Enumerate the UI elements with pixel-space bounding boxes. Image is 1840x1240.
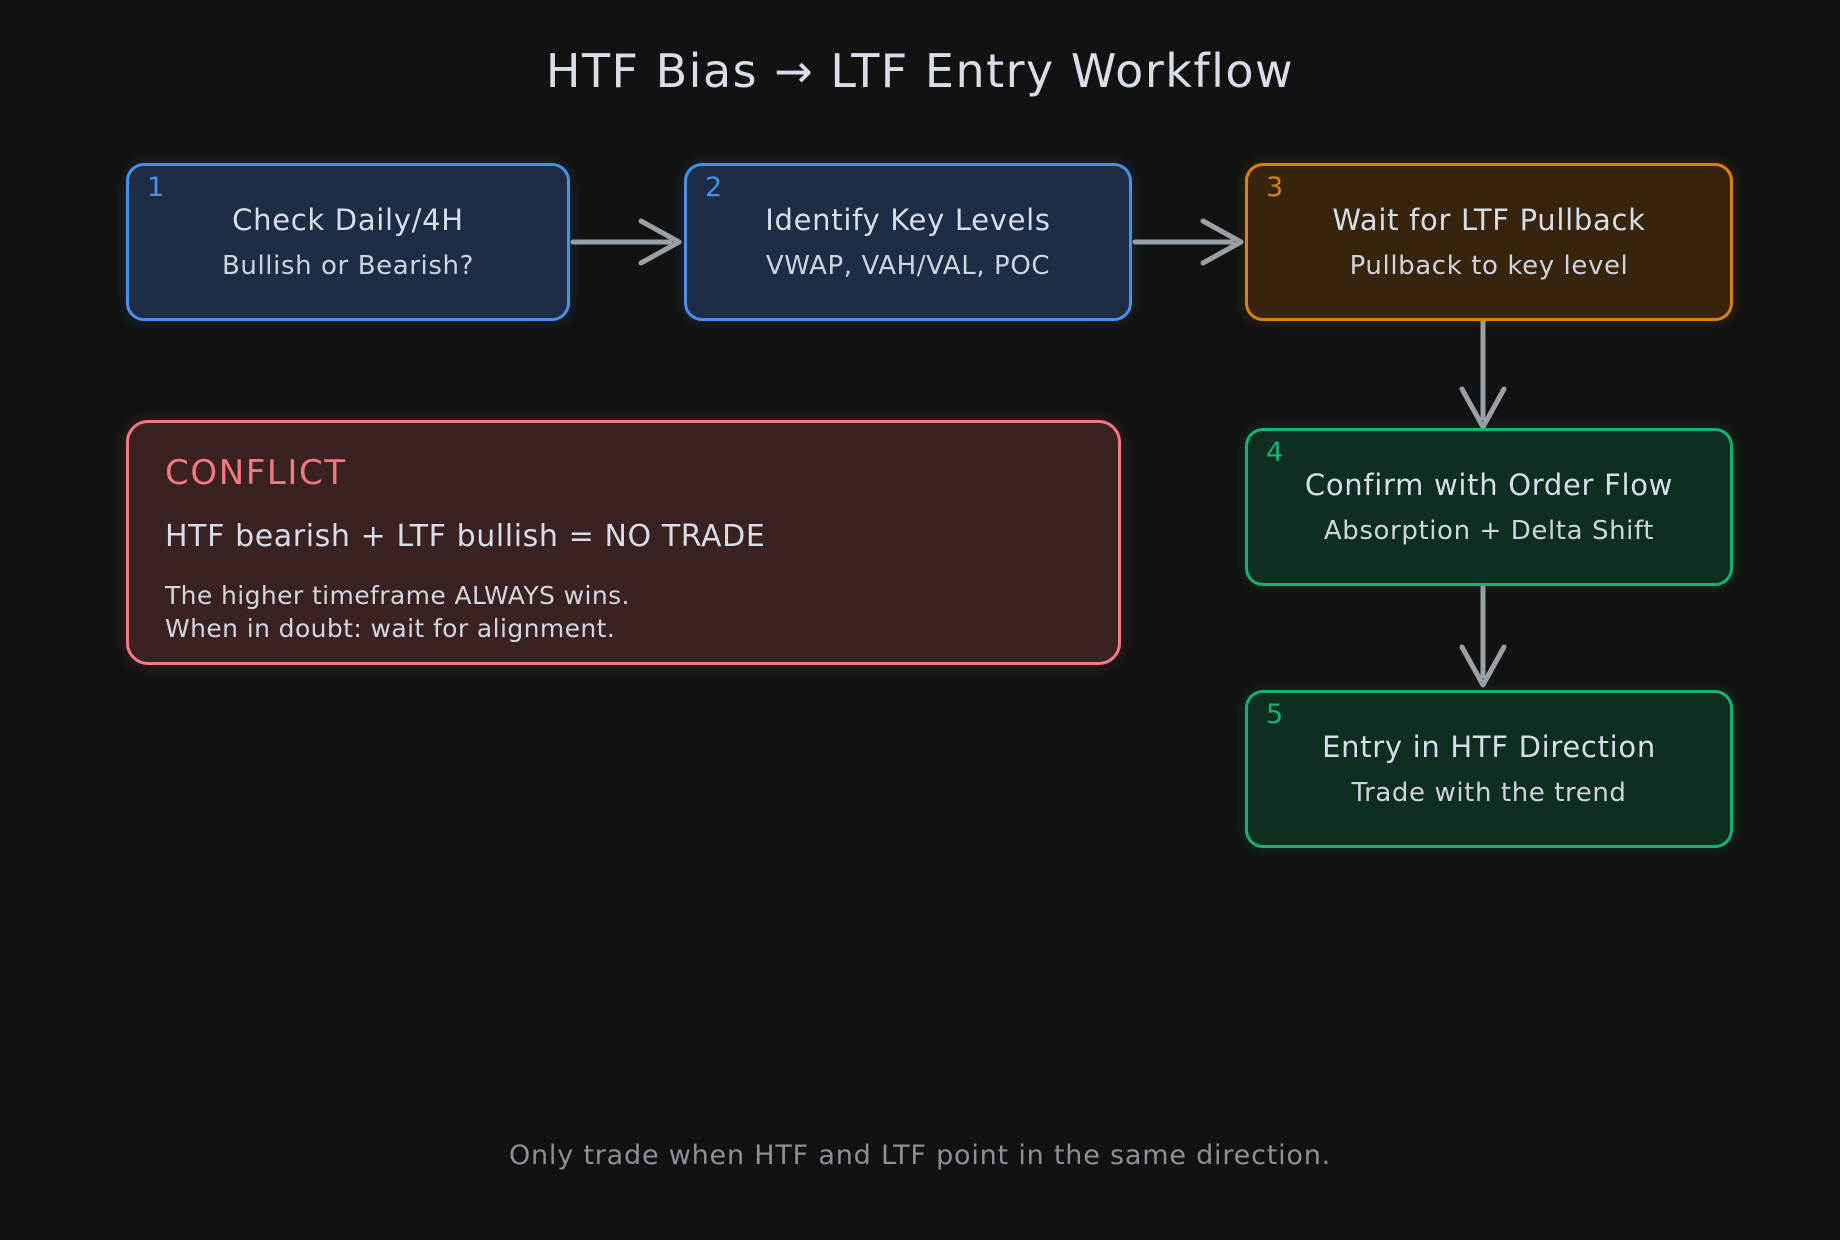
arrow-node4-to-node5 xyxy=(1459,582,1507,688)
node-title-1: Check Daily/4H xyxy=(232,203,464,237)
node-number-4: 4 xyxy=(1266,437,1284,468)
node-subtitle-3: Pullback to key level xyxy=(1349,251,1629,281)
arrow-node2-to-node3 xyxy=(1132,218,1244,266)
node-title-5: Entry in HTF Direction xyxy=(1322,730,1656,764)
node-number-1: 1 xyxy=(147,172,165,203)
conflict-heading: CONFLICT xyxy=(165,453,347,493)
footer-note: Only trade when HTF and LTF point in the… xyxy=(508,1140,1332,1171)
node-identify-key-levels[interactable]: 2 Identify Key Levels VWAP, VAH/VAL, POC xyxy=(684,163,1132,321)
node-number-3: 3 xyxy=(1266,172,1284,203)
conflict-panel: CONFLICT HTF bearish + LTF bullish = NO … xyxy=(126,420,1121,665)
node-check-daily-4h[interactable]: 1 Check Daily/4H Bullish or Bearish? xyxy=(126,163,570,321)
node-subtitle-1: Bullish or Bearish? xyxy=(221,251,475,281)
node-entry-in-htf-direction[interactable]: 5 Entry in HTF Direction Trade with the … xyxy=(1245,690,1733,848)
node-wait-for-ltf-pullback[interactable]: 3 Wait for LTF Pullback Pullback to key … xyxy=(1245,163,1733,321)
node-title-2: Identify Key Levels xyxy=(765,203,1051,237)
node-subtitle-5: Trade with the trend xyxy=(1351,778,1627,808)
conflict-main-line: HTF bearish + LTF bullish = NO TRADE xyxy=(165,519,766,554)
node-subtitle-2: VWAP, VAH/VAL, POC xyxy=(765,251,1051,281)
conflict-sub-line-2: When in doubt: wait for alignment. xyxy=(165,613,616,643)
node-number-5: 5 xyxy=(1266,699,1284,730)
node-confirm-with-order-flow[interactable]: 4 Confirm with Order Flow Absorption + D… xyxy=(1245,428,1733,586)
node-title-4: Confirm with Order Flow xyxy=(1304,468,1674,502)
arrow-node1-to-node2 xyxy=(570,218,682,266)
node-subtitle-4: Absorption + Delta Shift xyxy=(1323,516,1655,546)
page-title: HTF Bias → LTF Entry Workflow xyxy=(545,44,1295,98)
node-title-3: Wait for LTF Pullback xyxy=(1332,203,1646,237)
arrow-node3-to-node4 xyxy=(1459,315,1507,430)
node-number-2: 2 xyxy=(705,172,723,203)
conflict-sub-line-1: The higher timeframe ALWAYS wins. xyxy=(165,581,630,610)
